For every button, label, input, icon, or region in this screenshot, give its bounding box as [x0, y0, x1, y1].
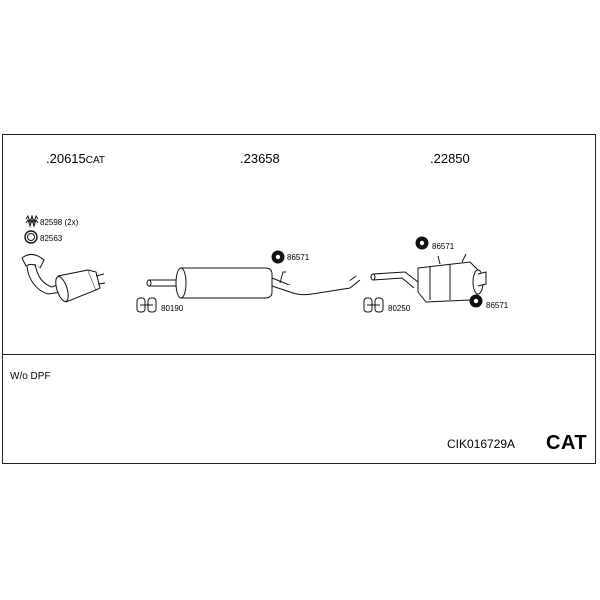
label-rubber-mount-rear-bottom: 86571 [486, 301, 509, 310]
diagram-frame [2, 134, 596, 464]
part-number-front-suffix: CAT [85, 155, 106, 166]
gasket-ring-icon [24, 230, 38, 244]
rubber-mount-mid-icon [271, 250, 285, 264]
kit-code: CIK016729A [447, 437, 516, 451]
note-without-dpf: W/o DPF [10, 371, 51, 382]
label-rubber-mount-mid: 86571 [287, 253, 310, 262]
part-number-rear: .22850 [430, 151, 470, 166]
part-number-middle: .23658 [240, 151, 280, 166]
clamp-spring-icon [25, 214, 39, 228]
clamp-80190-icon [136, 297, 157, 313]
section-divider [2, 354, 596, 355]
front-pipe-catalytic-converter [21, 254, 106, 303]
part-number-front-value: .20615 [46, 151, 86, 166]
label-clamp-mid: 80190 [161, 304, 184, 313]
clamp-80250-icon [363, 297, 384, 313]
rubber-mount-rear-top-icon [415, 236, 429, 250]
label-rubber-mount-rear-top: 86571 [432, 242, 455, 251]
cat-badge: CAT [546, 432, 588, 454]
middle-pipe-silencer [146, 267, 361, 299]
rear-pipe-muffler [370, 253, 487, 303]
part-number-front: .20615CAT [46, 151, 105, 166]
label-clamp-front: 82598 (2x) [40, 218, 79, 227]
rubber-mount-rear-bottom-icon [469, 294, 483, 308]
label-gasket: 82563 [40, 234, 63, 243]
label-clamp-rear: 80250 [388, 304, 411, 313]
